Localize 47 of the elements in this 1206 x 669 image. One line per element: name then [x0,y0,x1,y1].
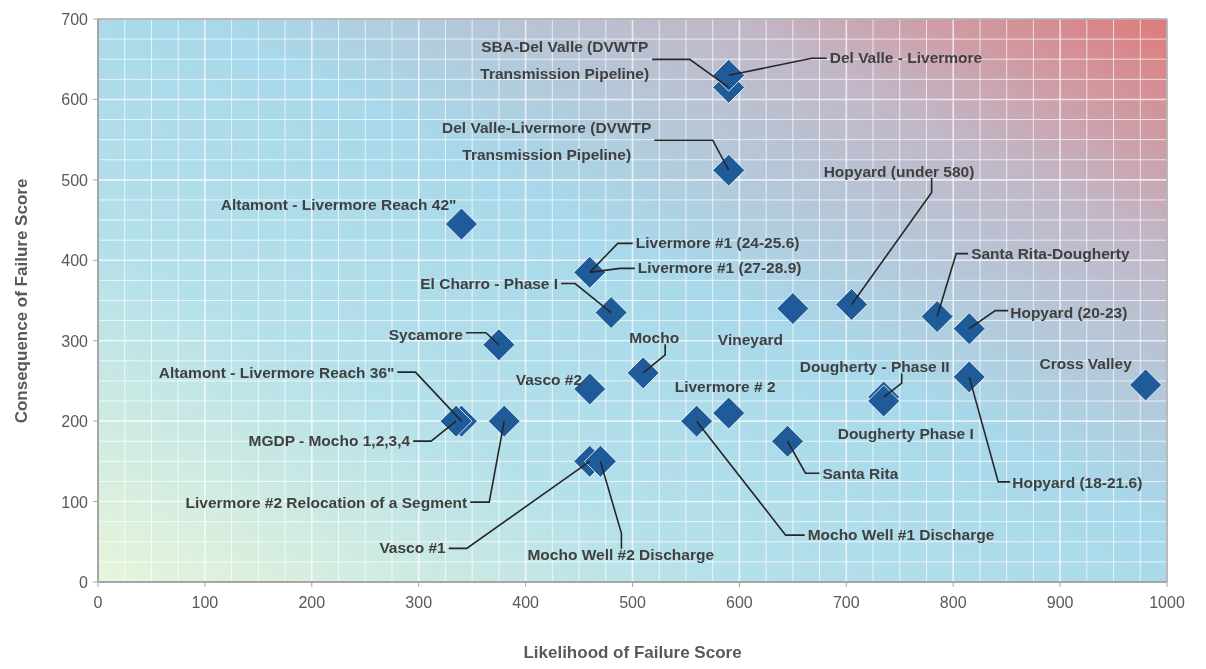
point-label: Altamont - Livermore Reach 36" [158,363,395,384]
point-label: Cross Valley [1039,354,1132,375]
axis-tick-label: 0 [93,594,103,611]
point-label: Hopyard (18-21.6) [1012,473,1143,494]
axis-tick-label: 100 [61,493,88,511]
point-label: Altamont - Livermore Reach 42" [220,195,457,216]
point-label: Mocho Well #2 Discharge [527,545,715,566]
axis-tick-label: 800 [939,594,967,611]
axis-tick-label: 500 [619,594,646,611]
axis-tick-label: 900 [1046,594,1074,611]
point-label: Vineyard [717,329,784,350]
point-label: Sycamore [388,325,463,346]
point-label: Livermore #2 Relocation of a Segment [185,493,468,514]
point-label: Del Valle-Livermore (DVWTP Transmission Pipeline) [441,118,653,166]
point-label: Dougherty - Phase II [799,357,950,378]
point-label: Santa Rita [822,464,899,485]
axis-tick-label: 1000 [1149,594,1185,611]
point-label: Hopyard (under 580) [823,161,975,182]
point-label: Santa Rita-Dougherty [971,244,1130,264]
axis-tick-label: 700 [832,594,860,611]
axis-tick-label: 400 [61,252,88,270]
axis-tick-label: 0 [79,574,88,591]
point-label: Hopyard (20-23) [1010,303,1128,324]
axis-tick-label: 300 [405,594,433,611]
axis-tick-label: 600 [726,594,753,611]
point-label: MGDP - Mocho 1,2,3,4 [248,431,411,452]
point-label: SBA-Del Valle (DVWTP Transmission Pipeline) [479,37,651,85]
axis-tick-label: 500 [61,171,88,189]
axis-title: Likelihood of Failure Score [523,643,742,663]
axis-tick-label: 600 [61,91,88,109]
point-label: El Charro - Phase I [420,274,559,294]
point-label: Livermore #1 (27-28.9) [637,258,802,279]
point-label: Dougherty Phase I [837,424,974,445]
axis-tick-label: 400 [512,594,539,611]
point-label: Mocho [629,328,680,349]
point-label: Vasco #1 [379,538,446,559]
point-label: Mocho Well #1 Discharge [807,525,995,546]
axis-tick-label: 200 [61,413,88,431]
point-label: Del Valle - Livermore [829,48,983,69]
axis-title: Consequence of Failure Score [12,178,32,423]
axis-tick-label: 100 [191,594,219,611]
axis-tick-label: 200 [298,594,326,611]
point-label: Livermore # 2 [674,377,776,398]
point-label: Vasco #2 [515,370,583,391]
point-label: Livermore #1 (24-25.6) [635,233,800,254]
axis-tick-label: 700 [61,11,88,28]
axis-tick-label: 300 [61,332,88,350]
